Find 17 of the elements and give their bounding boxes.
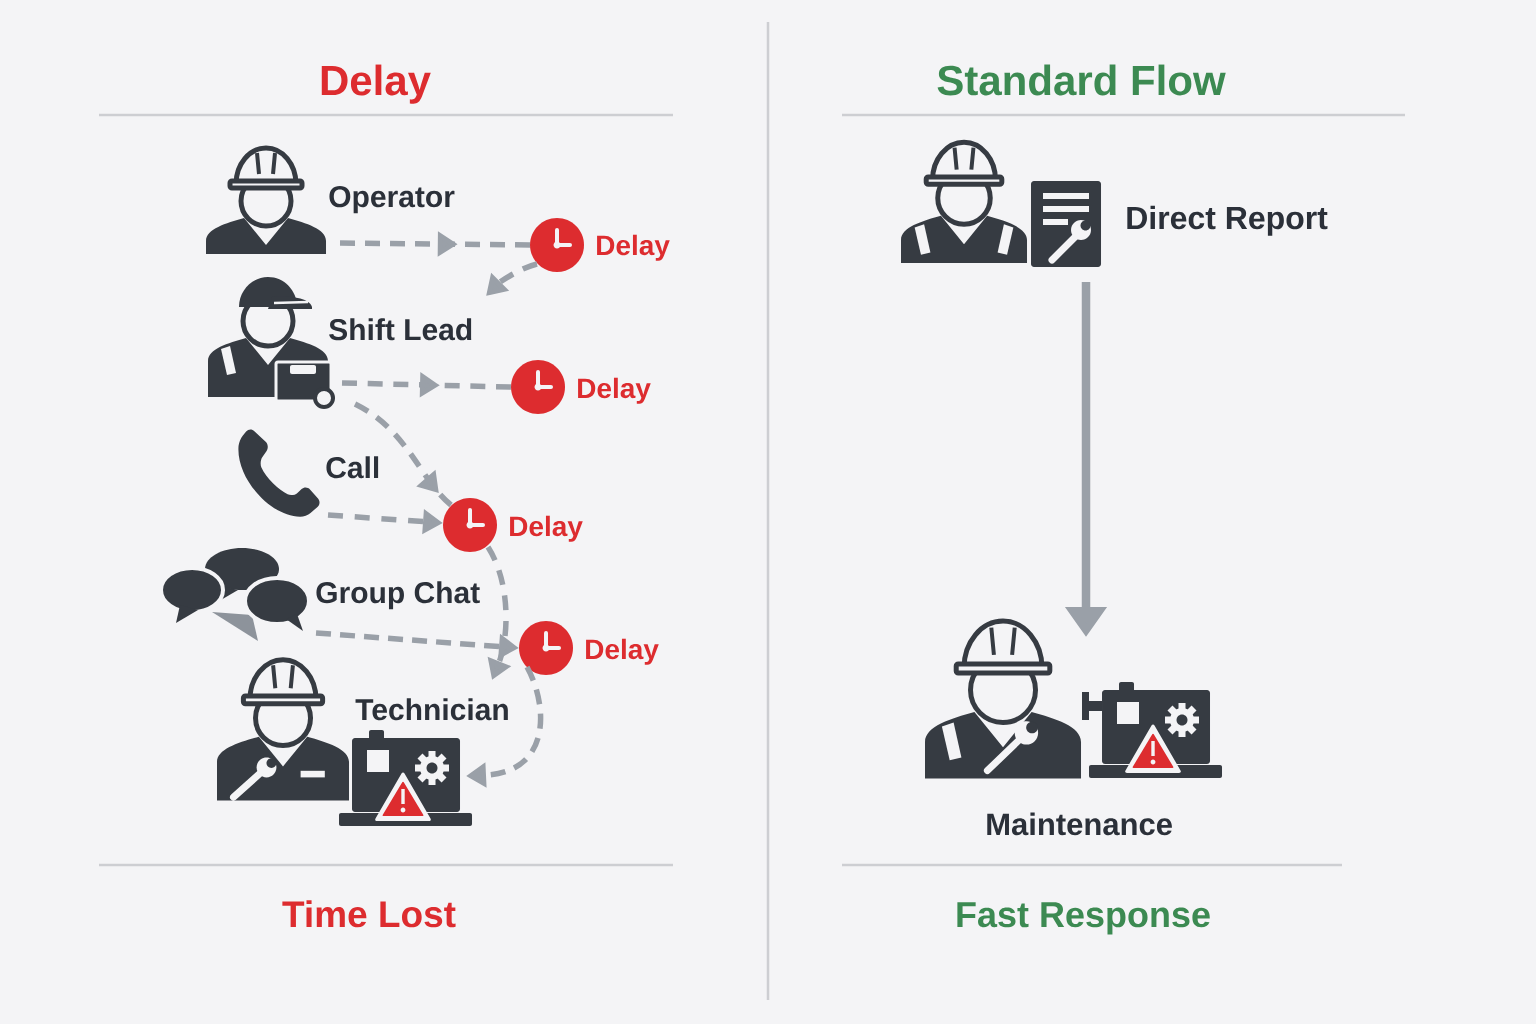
node-label: Shift Lead (329, 318, 472, 341)
delay-label: Delay (578, 377, 651, 404)
node-label: Group Chat (316, 581, 480, 610)
heading: Delay (321, 64, 431, 104)
dashed-arrow (486, 261, 538, 296)
summary-text: Time Lost (282, 900, 456, 928)
dashed-arrow (353, 401, 453, 508)
node-label: Operator (329, 186, 455, 214)
node-label: Call (326, 456, 379, 479)
node-label: Maintenance (987, 812, 1172, 836)
heading: Standard Flow (937, 64, 1226, 96)
node-label: Technician (355, 698, 508, 721)
node-label: Direct Report (1127, 205, 1328, 236)
delay-label: Delay (597, 234, 670, 261)
delay-label: Delay (510, 515, 583, 542)
summary-text: Fast Response (957, 902, 1210, 935)
delay-label: Delay (586, 638, 659, 665)
